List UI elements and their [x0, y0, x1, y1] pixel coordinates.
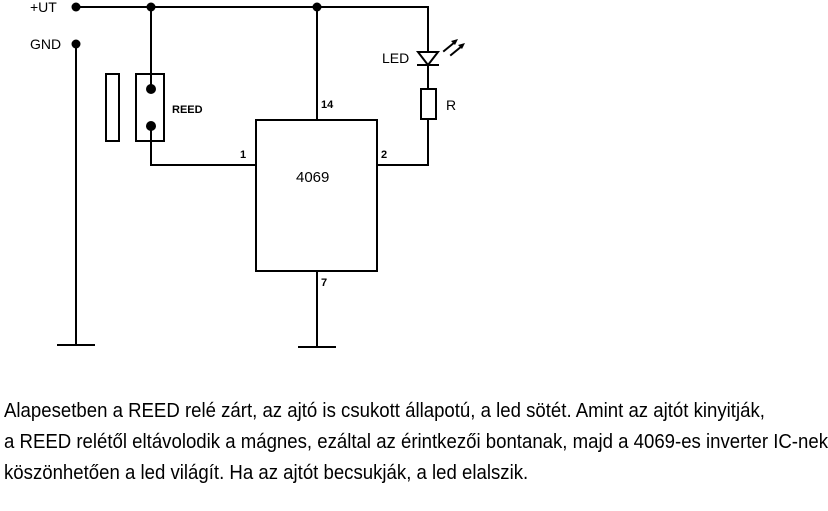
description-line-1: Alapesetben a REED relé zárt, az ajtó is… [4, 400, 765, 422]
ground-label: GND [30, 36, 61, 52]
description-line-3: köszönhetően a led világít. Ha az ajtót … [4, 462, 529, 484]
ground-terminal [71, 39, 81, 49]
description-text: Alapesetben a REED relé zárt, az ajtó is… [4, 396, 828, 489]
junction-ic-vcc [312, 2, 322, 12]
resistor [420, 88, 437, 120]
led-light-arrow-1 [442, 40, 457, 53]
reed-contact-top [146, 84, 156, 94]
ic-label: 4069 [296, 169, 329, 186]
description-line-2: a REED relétől eltávolodik a mágnes, ezá… [4, 431, 828, 453]
led-light-arrow-2 [449, 44, 464, 57]
led-label: LED [382, 50, 409, 66]
magnet [105, 73, 120, 142]
junction-reed [146, 2, 156, 12]
reed-label: REED [172, 104, 203, 116]
circuit-schematic: +UT GND REED LED R 4069 14 1 2 7 [30, 0, 465, 348]
pin-output-label: 2 [381, 149, 387, 161]
led-arrowhead-1 [451, 39, 458, 45]
resistor-label: R [446, 97, 456, 113]
reed-switch-body [135, 73, 165, 142]
ic-4069-body [255, 119, 378, 272]
led-diode [415, 51, 441, 67]
pin-gnd-label: 7 [321, 277, 327, 289]
pin-input-label: 1 [240, 149, 246, 161]
led-arrowhead-2 [458, 43, 465, 49]
supply-terminal [71, 2, 81, 12]
reed-contact-bottom [146, 121, 156, 131]
supply-label: +UT [30, 0, 57, 15]
pin-vcc-label: 14 [321, 99, 334, 111]
